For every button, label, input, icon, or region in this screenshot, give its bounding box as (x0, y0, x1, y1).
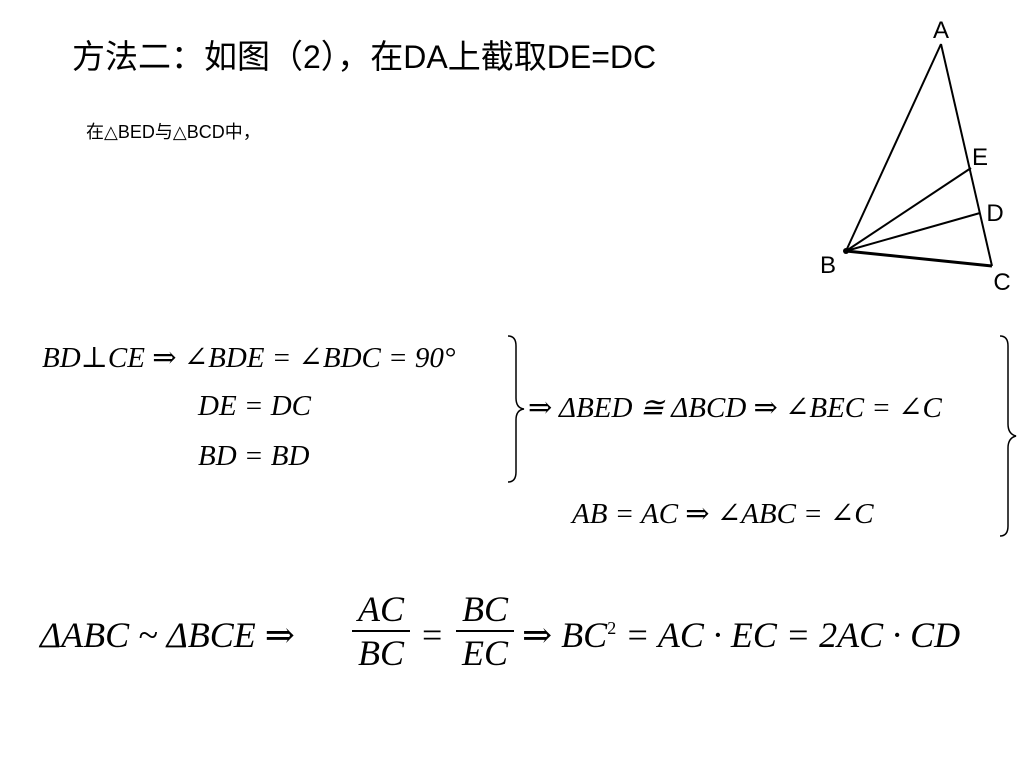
proof-congruence-line: ⇒ ΔBED ≅ ΔBCD ⇒ ∠BEC = ∠C (528, 390, 942, 425)
label-b: B (820, 252, 836, 279)
proof-line-1: BD⊥CE ⇒ ∠BDE = ∠BDC = 90° (42, 340, 456, 375)
implies-symbol: ⇒ (528, 392, 553, 424)
fraction-1-denominator: BC (357, 633, 404, 673)
intro-pre: 在△ (86, 122, 118, 143)
proof-isosceles: AB = AC (572, 498, 679, 530)
title-mid: ），在 (320, 37, 404, 76)
point-b (843, 248, 849, 254)
implies-symbol: ⇒ (522, 615, 553, 655)
proof-angle-abc: ∠ABC = ∠C (716, 498, 874, 530)
label-c: C (993, 269, 1010, 296)
intro-mid: 与△ (154, 122, 187, 143)
proof-congruence: ΔBED ≅ ΔBCD (559, 392, 747, 424)
proof-line-2: DE = DC (198, 390, 312, 422)
label-d: D (986, 200, 1003, 227)
intro-post: 中， (224, 122, 261, 143)
intro-triangle-bed: BED (117, 122, 155, 142)
proof-line-3: BD = BD (198, 440, 310, 472)
segment-ac (940, 43, 993, 267)
title-equation: DE=DC (546, 39, 657, 75)
page-title: 方法二：如图（2），在DA上截取DE=DC (72, 30, 656, 78)
segment-bd (845, 212, 981, 252)
implies-symbol: ⇒ (753, 392, 778, 424)
conclusion-bc: BC (561, 615, 608, 655)
conclusion-similarity: ΔABC ~ ΔBCE ⇒ (40, 614, 295, 656)
segment-bc (845, 249, 993, 268)
label-e: E (972, 144, 988, 171)
implies-symbol: ⇒ (152, 342, 177, 374)
implies-symbol: ⇒ (685, 498, 710, 530)
conclusion-product: = AC · EC = 2AC · CD (625, 615, 961, 655)
outer-brace (999, 335, 1017, 537)
proof-given-perpendicular: BD⊥CE (42, 342, 145, 374)
segment-ab (845, 43, 942, 252)
proof-angle-bec: ∠BEC = ∠C (785, 392, 942, 424)
fraction-1-numerator: AC (357, 589, 404, 629)
fraction-equals: = (422, 615, 443, 655)
title-figure-number: 2 (303, 39, 321, 75)
fraction-2-denominator: EC (461, 633, 508, 673)
title-segment-da: DA (403, 39, 448, 75)
fraction-ac-bc: AC BC (352, 588, 410, 674)
implies-symbol: ⇒ (264, 615, 295, 655)
conclusion-result: ⇒ BC2 = AC · EC = 2AC · CD (522, 614, 960, 656)
proof-line-4: AB = AC ⇒ ∠ABC = ∠C (572, 496, 874, 531)
label-a: A (933, 17, 949, 44)
fraction-2-numerator: BC (461, 589, 508, 629)
fraction-bc-ec: BC EC (456, 588, 514, 674)
intro-text: 在△BED与△BCD中， (86, 118, 261, 144)
proof-right-angles: ∠BDE = ∠BDC = 90° (183, 342, 456, 374)
conclusion-exponent: 2 (607, 618, 617, 638)
segment-be (845, 167, 972, 252)
conclusion-similar-triangles: ΔABC ~ ΔBCE (40, 615, 256, 655)
inner-brace (507, 335, 525, 483)
intro-triangle-bcd: BCD (186, 122, 225, 142)
triangle-figure: A B C D E (820, 17, 1011, 296)
title-cut: 上截取 (447, 37, 547, 76)
title-method: 方法二：如图（ (72, 37, 303, 76)
